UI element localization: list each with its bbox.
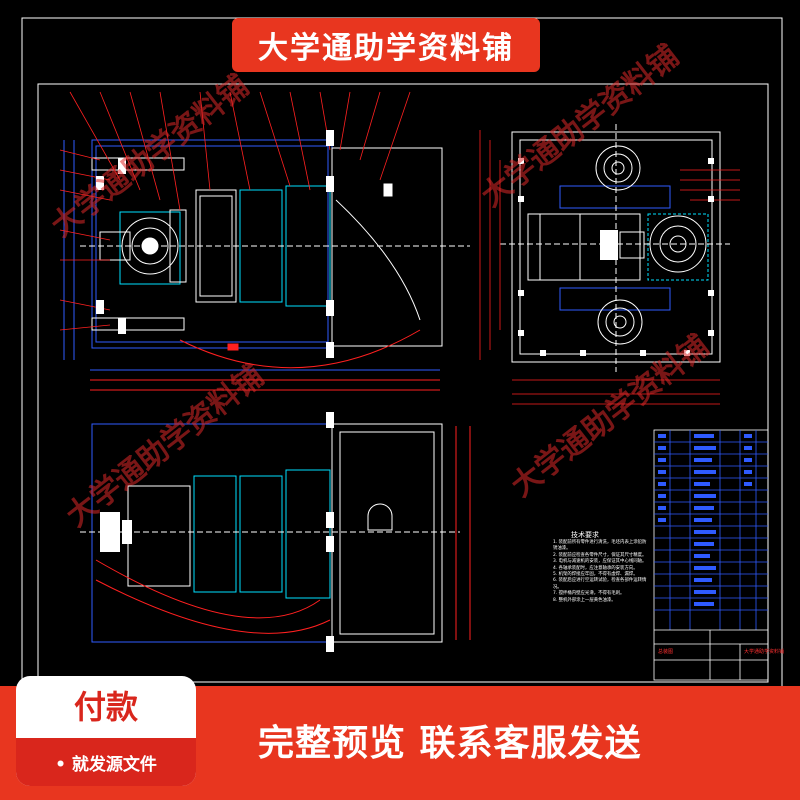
tech-requirement-item: 5. 机架的焊接应牢固，不得有虚焊、漏焊。 <box>553 572 638 578</box>
tech-requirements-list: 1. 装配前所有零件进行清洗，毛坯内表上涂铅防锈油漆。 2. 装配前应检查各零件… <box>553 540 649 604</box>
tech-requirement-item: 2. 装配前应检查各零件尺寸，保证其尺寸精度。 <box>553 552 647 558</box>
inner-frame <box>37 83 769 683</box>
tech-requirement-item: 1. 装配前所有零件进行清洗，毛坯内表上涂铅防锈油漆。 <box>553 540 647 552</box>
side-view <box>500 124 730 372</box>
front-view-bolts <box>96 130 334 358</box>
store-banner: 大学通助学资料铺 <box>232 18 540 72</box>
bom-table <box>653 429 769 681</box>
pay-title: 付款 <box>73 688 138 726</box>
title-block-company: 大学通助学资料铺 <box>744 649 785 655</box>
side-view-dims <box>479 130 740 405</box>
front-view <box>63 139 470 391</box>
contact-message: 完整预览 联系客服发送 <box>258 723 642 764</box>
tech-requirement-item: 4. 各轴承装配时，应注意轴承的安装方向。 <box>553 565 638 571</box>
tech-requirements-title: 技术要求 <box>571 531 599 539</box>
bom-table-text <box>658 434 752 606</box>
pay-subtitle: • 就发源文件 <box>16 738 196 786</box>
top-view <box>80 423 471 643</box>
top-view-bolts <box>100 412 334 652</box>
tech-requirement-item: 6. 装配后应进行空运转试验，检查各部件运转情况。 <box>553 578 647 590</box>
pay-button[interactable]: 付款 • 就发源文件 <box>16 676 196 786</box>
title-block-label: 总装图 <box>658 649 674 655</box>
tech-requirement-item: 7. 搅拌桶内壁应光滑，不得有毛刺。 <box>553 591 625 597</box>
front-view-leaders <box>59 91 411 331</box>
tech-requirement-item: 3. 电机与减速机的安装，应保证其中心线同轴。 <box>553 559 647 565</box>
tech-requirement-item: 8. 整机外部涂上一层黄色油漆。 <box>553 597 616 603</box>
side-view-bolts <box>518 158 714 356</box>
